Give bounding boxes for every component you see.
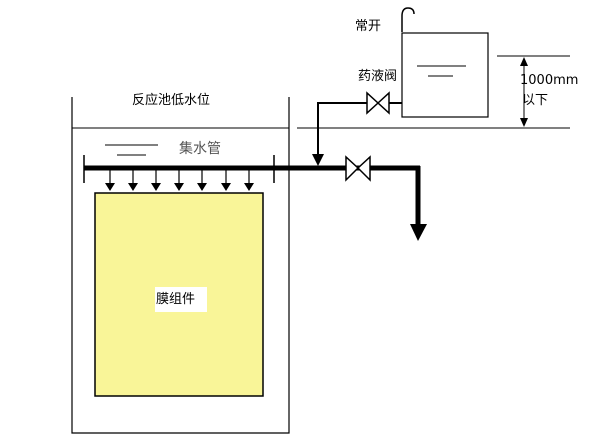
- normally-open-label: 常开: [355, 19, 381, 34]
- reaction-tank: [71, 97, 290, 434]
- height-arrow-up: [520, 57, 528, 66]
- height-suffix-label: 以下: [522, 93, 548, 108]
- suction-arrow: [221, 170, 231, 191]
- suction-arrow: [151, 170, 161, 191]
- membrane-label-bg: [155, 287, 207, 312]
- chemical-tank: [401, 32, 489, 118]
- chemical-valve: [366, 91, 390, 115]
- vent-pipe-hook: [401, 7, 415, 32]
- suction-arrow: [197, 170, 207, 191]
- suction-arrow: [105, 170, 115, 191]
- suction-arrow: [174, 170, 184, 191]
- suction-arrows: [105, 170, 254, 191]
- chemical-feed-arrow: [312, 154, 324, 166]
- outlet-arrow: [410, 224, 427, 241]
- height-value-label: 1000mm: [520, 73, 578, 88]
- tank-low-level-label: 反应池低水位: [132, 92, 210, 108]
- outlet-valve: [345, 155, 371, 182]
- membrane-module-label: 膜组件: [156, 292, 195, 307]
- suction-arrow: [128, 170, 138, 191]
- suction-arrow: [244, 170, 254, 191]
- height-arrow-down: [520, 118, 528, 127]
- collector-pipe-label: 集水管: [179, 140, 221, 157]
- chemical-valve-label: 药液阀: [358, 69, 397, 84]
